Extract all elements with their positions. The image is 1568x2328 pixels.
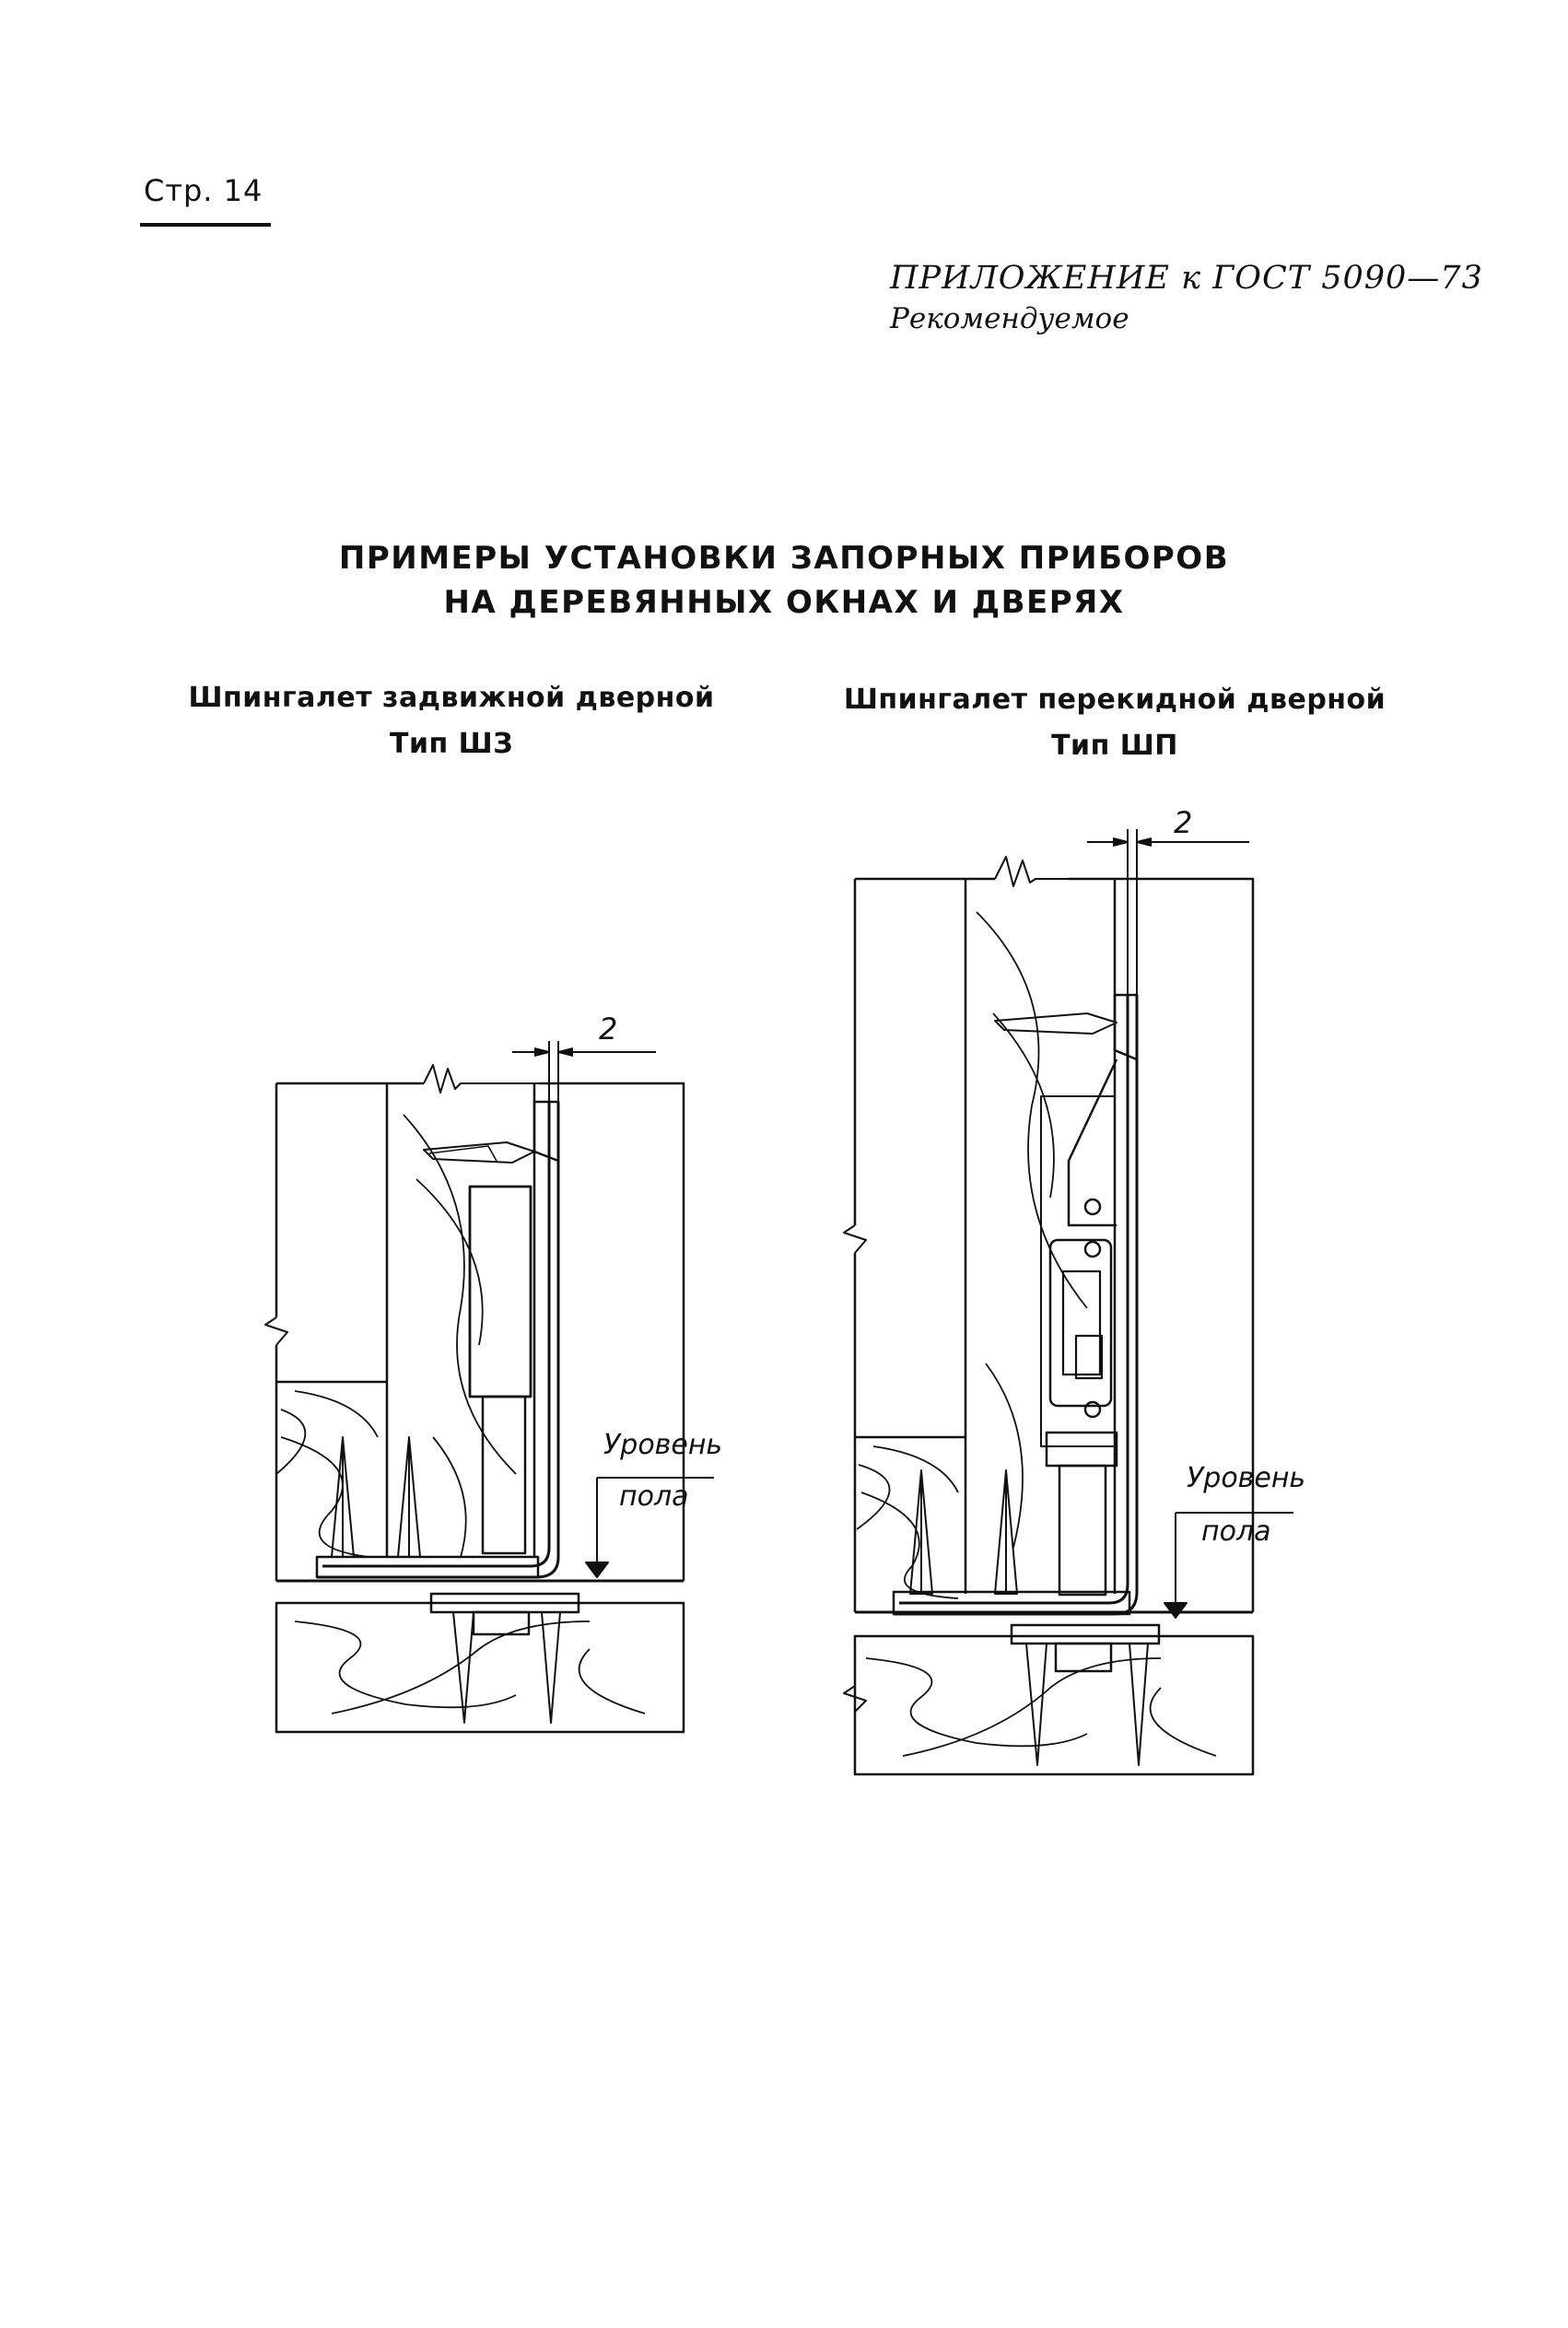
fig1-dimension-2mm (512, 1041, 656, 1102)
fig2-nails (909, 1469, 1018, 1595)
fig2-dimension-label: 2 (1174, 805, 1192, 840)
fig2-dimension-2mm (1087, 829, 1249, 995)
fig2-door-frame (843, 856, 1255, 1614)
fig2-floor-level-marker (1164, 1512, 1293, 1619)
figure-1-type: Тип ШЗ (389, 728, 514, 760)
figure-2-caption: Шпингалет перекидной дверной (843, 684, 1387, 716)
page-number-underline (140, 223, 271, 227)
fig1-dimension-label: 2 (599, 1012, 617, 1047)
figure-2-type: Тип ШП (1051, 730, 1178, 762)
fig1-door-frame (264, 1064, 685, 1583)
appendix-title: ПРИЛОЖЕНИЕ к ГОСТ 5090—73 (890, 260, 1483, 297)
fig1-bolt-body (315, 1100, 560, 1579)
fig1-floor (275, 1592, 685, 1734)
fig2-level-label-line1: Уровень (1187, 1462, 1305, 1494)
document-title-line-2: НА ДЕРЕВЯННЫХ ОКНАХ И ДВЕРЯХ (443, 584, 1125, 621)
fig1-door-stile (275, 1083, 536, 1558)
fig2-level-label-line2: пола (1201, 1515, 1271, 1548)
appendix-status: Рекомендуемое (890, 302, 1129, 335)
figure-1-caption: Шпингалет задвижной дверной (188, 682, 715, 714)
fig1-floor-level-marker (585, 1477, 714, 1578)
document-title-line-1: ПРИМЕРЫ УСТАНОВКИ ЗАПОРНЫХ ПРИБОРОВ (338, 540, 1230, 577)
fig1-level-label-line2: пола (619, 1480, 689, 1513)
fig1-level-label-line1: Уровень (603, 1429, 722, 1461)
fig2-door-stile (855, 879, 1117, 1599)
fig1-nails (331, 1436, 421, 1558)
fig2-floor (843, 1623, 1255, 1776)
page-number: Стр. 14 (144, 173, 263, 208)
fig2-lever-bolt (892, 993, 1139, 1616)
